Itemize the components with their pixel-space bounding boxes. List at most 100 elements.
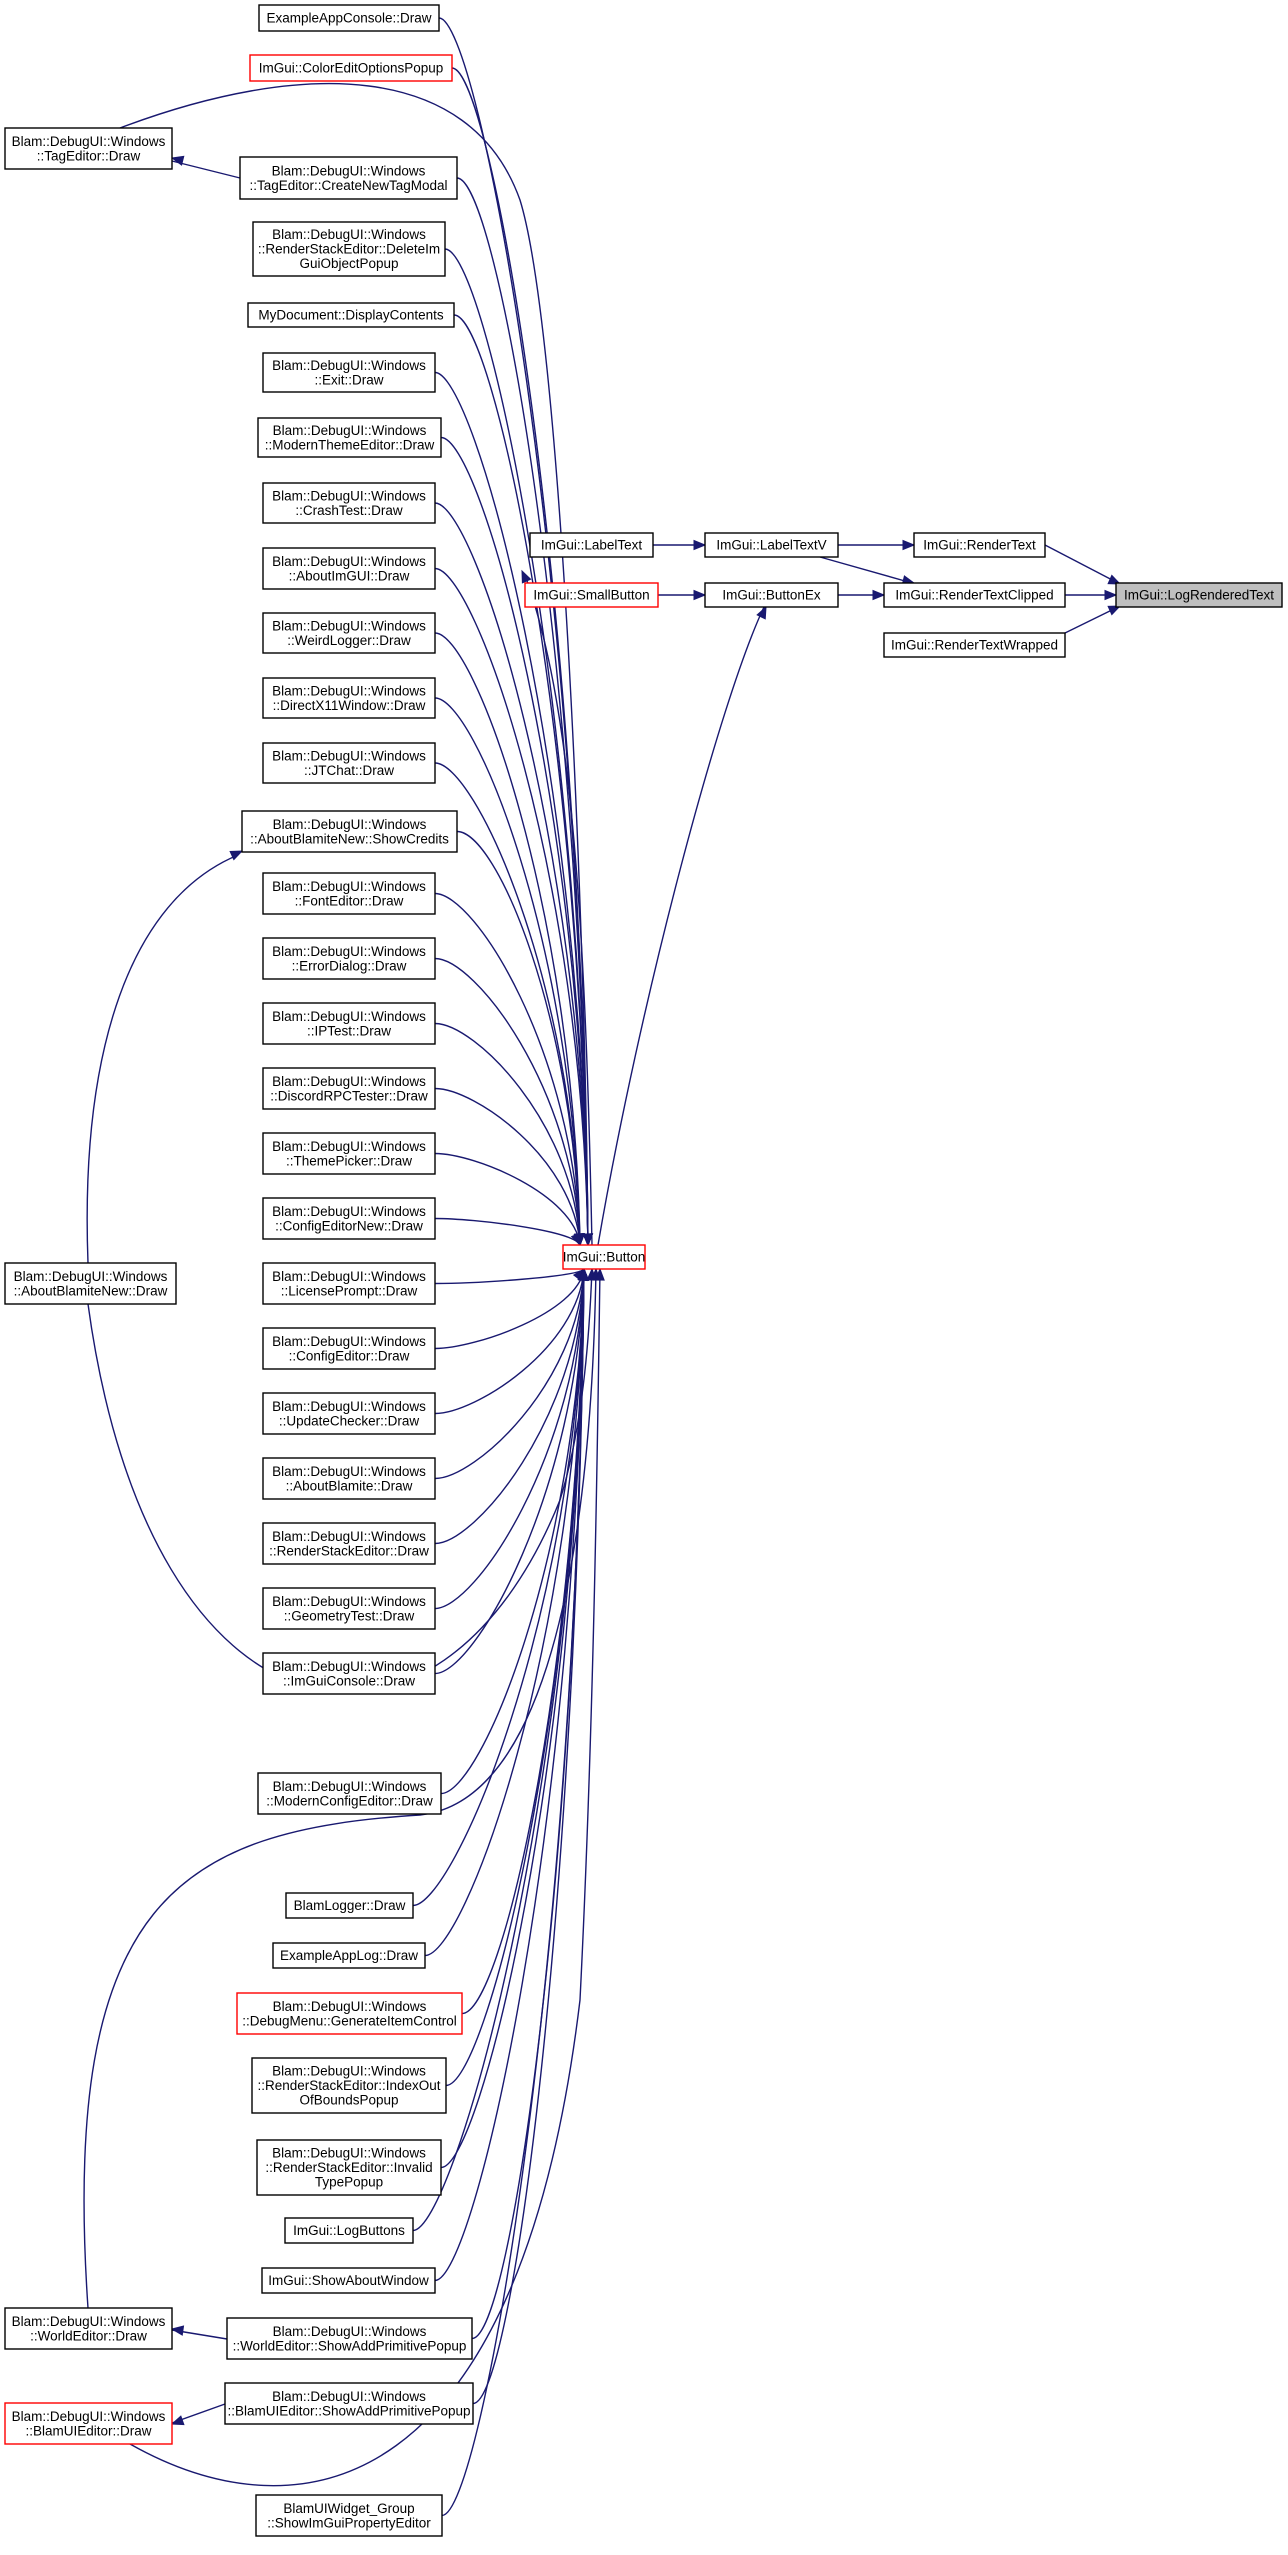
node-n17[interactable]: Blam::DebugUI::Windows::DiscordRPCTester… [262, 1067, 436, 1110]
node-n9[interactable]: Blam::DebugUI::Windows::AboutImGUI::Draw [262, 547, 436, 590]
node-label-line: ::AboutBlamiteNew::Draw [14, 1283, 168, 1298]
node-worldEditor[interactable]: Blam::DebugUI::Windows::WorldEditor::Dra… [4, 2307, 173, 2350]
node-n34[interactable]: ImGui::ShowAboutWindow [261, 2267, 436, 2294]
node-label-line: ImGui::ColorEditOptionsPopup [259, 61, 444, 76]
node-label-line: ::BlamUIEditor::ShowAddPrimitivePopup [227, 2403, 470, 2418]
node-n3[interactable]: Blam::DebugUI::Windows::TagEditor::Creat… [239, 156, 458, 200]
edge-labelTextV-to-renderTextClipped [819, 556, 913, 584]
node-label-line: Blam::DebugUI::Windows [273, 423, 427, 438]
node-n29[interactable]: ExampleAppLog::Draw [272, 1942, 426, 1969]
node-logRenderedText[interactable]: ImGui::LogRenderedText [1115, 582, 1283, 608]
node-n15[interactable]: Blam::DebugUI::Windows::ErrorDialog::Dra… [262, 937, 436, 980]
node-n21[interactable]: Blam::DebugUI::Windows::ConfigEditor::Dr… [262, 1327, 436, 1370]
node-n10[interactable]: Blam::DebugUI::Windows::WeirdLogger::Dra… [262, 612, 436, 654]
node-n5[interactable]: MyDocument::DisplayContents [247, 302, 455, 328]
edge-n26-to-button [434, 1268, 585, 1675]
node-label-line: ::ConfigEditor::Draw [289, 1348, 410, 1363]
node-box [883, 582, 1066, 608]
node-label-line: ::TagEditor::CreateNewTagModal [249, 178, 447, 193]
node-n27[interactable]: Blam::DebugUI::Windows::ModernConfigEdit… [257, 1772, 442, 1815]
edge-n25-to-button [434, 1268, 585, 1610]
node-box [239, 156, 458, 200]
node-n7[interactable]: Blam::DebugUI::Windows::ModernThemeEdito… [257, 417, 442, 458]
node-aboutNew[interactable]: Blam::DebugUI::Windows::AboutBlamiteNew:… [4, 1262, 177, 1305]
node-label-line: Blam::DebugUI::Windows [272, 1399, 426, 1414]
edge-aboutNew-to-n13 [86, 854, 239, 1264]
node-label-line: BlamUIWidget_Group [283, 2501, 414, 2516]
node-tagEditor[interactable]: Blam::DebugUI::Windows::TagEditor::Draw [4, 127, 173, 170]
node-n35[interactable]: Blam::DebugUI::Windows::WorldEditor::Sho… [226, 2317, 473, 2360]
node-n18[interactable]: Blam::DebugUI::Windows::ThemePicker::Dra… [262, 1132, 436, 1175]
node-n30[interactable]: Blam::DebugUI::Windows::DebugMenu::Gener… [236, 1992, 463, 2035]
node-n37[interactable]: BlamUIWidget_Group::ShowImGuiPropertyEdi… [255, 2494, 443, 2537]
node-box [224, 2382, 474, 2425]
node-label-line: ::RenderStackEditor::DeleteIm [258, 242, 440, 257]
node-box [284, 2217, 414, 2244]
node-label-line: Blam::DebugUI::Windows [272, 618, 426, 633]
edge-n18-to-button [434, 1152, 581, 1246]
node-box [262, 1522, 436, 1565]
node-box [562, 1244, 646, 1270]
node-n31[interactable]: Blam::DebugUI::Windows::RenderStackEdito… [251, 2057, 447, 2114]
node-n14[interactable]: Blam::DebugUI::Windows::FontEditor::Draw [262, 872, 436, 915]
node-label-line: Blam::DebugUI::Windows [272, 2064, 426, 2079]
node-box [262, 352, 436, 393]
node-n12[interactable]: Blam::DebugUI::Windows::JTChat::Draw [262, 742, 436, 784]
edge-renderTextWrapped-to-logRenderedText-arrowhead [1107, 605, 1122, 616]
node-renderText[interactable]: ImGui::RenderText [913, 532, 1046, 558]
node-n20[interactable]: Blam::DebugUI::Windows::LicensePrompt::D… [262, 1262, 436, 1305]
node-box [704, 582, 839, 608]
edge-n34-to-button [434, 1268, 585, 2282]
node-n25[interactable]: Blam::DebugUI::Windows::GeometryTest::Dr… [262, 1587, 436, 1630]
node-label-line: ::ImGuiConsole::Draw [283, 1673, 415, 1688]
edge-n27-to-button [440, 1268, 585, 1795]
node-label-line: ::ShowImGuiPropertyEditor [267, 2515, 431, 2530]
edge-worldEditor-to-button [83, 1268, 597, 2309]
node-label-line: Blam::DebugUI::Windows [272, 227, 426, 242]
node-n16[interactable]: Blam::DebugUI::Windows::IPTest::Draw [262, 1002, 436, 1045]
node-buttonEx[interactable]: ImGui::ButtonEx [704, 582, 839, 608]
node-renderTextWrapped[interactable]: ImGui::RenderTextWrapped [883, 632, 1066, 658]
node-box [262, 742, 436, 784]
edge-labelText-to-labelTextV-arrowhead [693, 539, 707, 551]
edge-tagEditor-to-button-arrowhead [582, 1233, 593, 1247]
node-n19[interactable]: Blam::DebugUI::Windows::ConfigEditorNew:… [262, 1197, 436, 1240]
node-label-line: Blam::DebugUI::Windows [12, 2314, 166, 2329]
node-n23[interactable]: Blam::DebugUI::Windows::AboutBlamite::Dr… [262, 1457, 436, 1500]
node-n2[interactable]: ImGui::ColorEditOptionsPopup [249, 54, 453, 82]
node-blamUIEditor[interactable]: Blam::DebugUI::Windows::BlamUIEditor::Dr… [4, 2402, 173, 2445]
edge-n37-to-button [441, 1268, 585, 2517]
node-box [262, 612, 436, 654]
node-label-line: Blam::DebugUI::Windows [12, 134, 166, 149]
node-label-line: ::ErrorDialog::Draw [292, 958, 407, 973]
edge-renderText-to-logRenderedText [1044, 544, 1119, 584]
node-label-line: Blam::DebugUI::Windows [273, 2324, 427, 2339]
node-smallButton[interactable]: ImGui::SmallButton [524, 582, 659, 608]
node-n28[interactable]: BlamLogger::Draw [285, 1892, 414, 1919]
node-button[interactable]: ImGui::Button [562, 1244, 646, 1270]
node-n33[interactable]: ImGui::LogButtons [284, 2217, 414, 2244]
node-box [4, 2402, 173, 2445]
node-n11[interactable]: Blam::DebugUI::Windows::DirectX11Window:… [262, 677, 436, 719]
node-n13[interactable]: Blam::DebugUI::Windows::AboutBlamiteNew:… [241, 810, 458, 853]
node-n6[interactable]: Blam::DebugUI::Windows::Exit::Draw [262, 352, 436, 393]
node-label-line: ImGui::ShowAboutWindow [268, 2273, 429, 2288]
edge-n23-to-button [434, 1268, 585, 1480]
node-n4[interactable]: Blam::DebugUI::Windows::RenderStackEdito… [252, 221, 446, 277]
node-n22[interactable]: Blam::DebugUI::Windows::UpdateChecker::D… [262, 1392, 436, 1435]
node-box [529, 532, 654, 558]
node-renderTextClipped[interactable]: ImGui::RenderTextClipped [883, 582, 1066, 608]
node-n1[interactable]: ExampleAppConsole::Draw [258, 4, 440, 32]
node-n32[interactable]: Blam::DebugUI::Windows::RenderStackEdito… [256, 2139, 442, 2196]
node-box [249, 54, 453, 82]
node-n26[interactable]: Blam::DebugUI::Windows::ImGuiConsole::Dr… [262, 1652, 436, 1695]
node-n36[interactable]: Blam::DebugUI::Windows::BlamUIEditor::Sh… [224, 2382, 474, 2425]
node-label-line: Blam::DebugUI::Windows [272, 1009, 426, 1024]
edge-n33-to-button [412, 1268, 585, 2232]
node-n8[interactable]: Blam::DebugUI::Windows::CrashTest::Draw [262, 482, 436, 524]
node-labelText[interactable]: ImGui::LabelText [529, 532, 654, 558]
node-labelTextV[interactable]: ImGui::LabelTextV [704, 532, 839, 558]
node-n24[interactable]: Blam::DebugUI::Windows::RenderStackEdito… [262, 1522, 436, 1565]
edge-renderTextClipped-to-logRenderedText-arrowhead [1104, 589, 1118, 601]
node-label-line: ::AboutBlamite::Draw [286, 1478, 413, 1493]
